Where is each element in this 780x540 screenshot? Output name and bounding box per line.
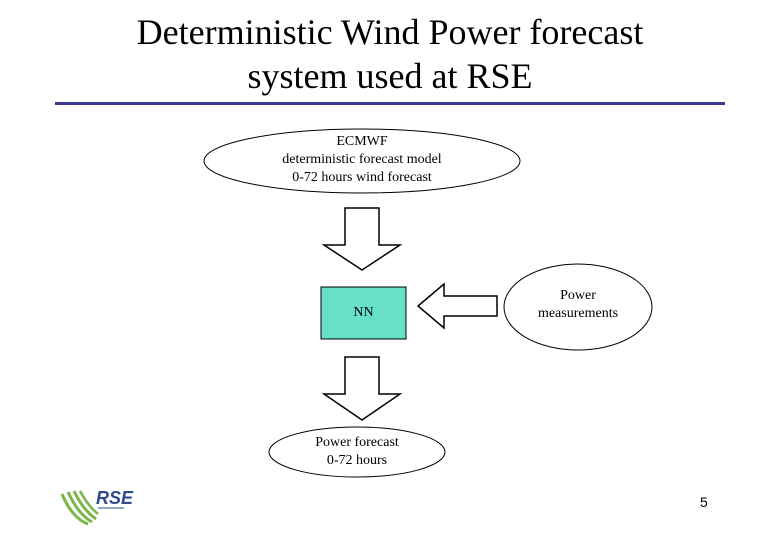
power-measurements-label-line-1: Power (560, 288, 596, 303)
nn-node-shape (320, 286, 407, 340)
ecmwf-node: ECMWF deterministic forecast model 0-72 … (212, 133, 512, 187)
ecmwf-label-line-2: deterministic forecast model (282, 152, 442, 167)
arrow-left-icon (416, 282, 498, 330)
power-forecast-node-shape (268, 426, 446, 478)
power-measurements-node-shape (503, 263, 653, 351)
rse-logo-mark-icon (60, 490, 124, 526)
page-number: 5 (700, 494, 708, 510)
power-forecast-label-line-2: 0-72 hours (326, 453, 388, 468)
arrow-down-icon (321, 356, 403, 421)
nn-node: NN (321, 304, 406, 322)
rse-logo: RSE (58, 488, 138, 528)
ecmwf-label-line-3: 0-72 hours wind forecast (292, 170, 432, 185)
title-underline (55, 102, 725, 105)
power-forecast-node: Power forecast 0-72 hours (282, 434, 432, 470)
rse-logo-text: RSE (96, 488, 134, 508)
slide-title-line-2: system used at RSE (247, 56, 533, 96)
power-measurements-node: Power measurements (508, 287, 648, 323)
arrow-down-icon (321, 207, 403, 271)
power-forecast-label-line-1: Power forecast (315, 435, 399, 450)
nn-label: NN (353, 305, 374, 320)
power-measurements-label-line-2: measurements (537, 306, 619, 321)
ecmwf-node-shape (203, 128, 521, 194)
ecmwf-label-line-1: ECMWF (336, 134, 388, 149)
slide-title-line-1: Deterministic Wind Power forecast (136, 12, 644, 52)
slide-title: Deterministic Wind Power forecast system… (40, 10, 740, 98)
